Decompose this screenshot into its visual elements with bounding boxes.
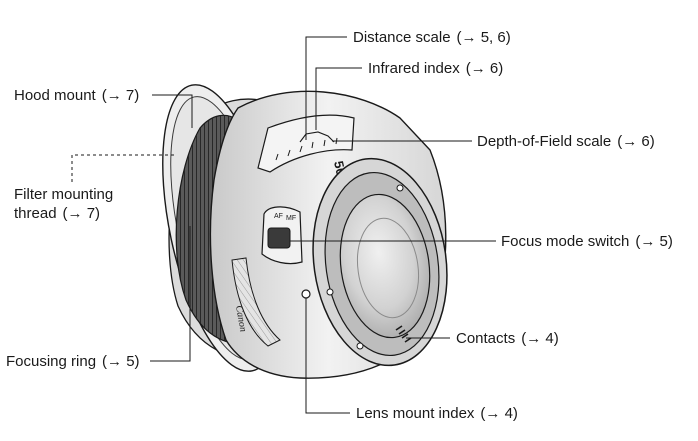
label-focus-mode-ref: (→ 5) [635, 233, 673, 250]
label-filter-line2: thread [14, 205, 57, 222]
mount-screw [396, 184, 404, 192]
focus-mode-switch[interactable] [267, 227, 291, 249]
label-focusing-ring-ref: (→ 5) [102, 353, 140, 370]
leader-infrared-index [315, 67, 362, 130]
rear-lens-inner-ring [356, 217, 420, 319]
label-distance-scale-ref: (→ 5, 6) [456, 29, 511, 46]
label-focus-mode-switch: Focus mode switch (→ 5) [501, 232, 673, 251]
switch-label-mf: MF [286, 215, 296, 222]
label-distance-scale: Distance scale (→ 5, 6) [353, 28, 511, 47]
label-hood-mount-text: Hood mount [14, 87, 96, 104]
mount-screw [356, 342, 364, 350]
label-depth-of-field-scale: Depth-of-Field scale (→ 6) [477, 132, 655, 151]
label-infrared-index-text: Infrared index [368, 60, 460, 77]
electrical-contacts [395, 325, 412, 343]
lens-mount-index-dot [301, 289, 311, 299]
label-infrared-index-ref: (→ 6) [465, 60, 504, 77]
distance-scale-window [257, 114, 355, 173]
label-focusing-ring: Focusing ring (→ 5) [6, 352, 140, 371]
label-infrared-index: Infrared index (→ 6) [368, 59, 503, 78]
label-lens-mount-index-text: Lens mount index [356, 405, 475, 422]
label-lens-mount-index: Lens mount index (→ 4) [356, 404, 518, 423]
label-contacts-ref: (→ 4) [521, 330, 559, 347]
brand-marking: Canon [233, 305, 248, 333]
leader-lines [71, 36, 496, 414]
label-filter-ref: (→ 7) [62, 205, 101, 222]
label-filter-line1: Filter mounting [14, 186, 114, 203]
label-contacts-text: Contacts [456, 330, 516, 347]
leader-distance-scale [305, 36, 347, 140]
leader-lens-mount-index [305, 298, 350, 414]
distance-scale-marks [275, 137, 338, 161]
label-hood-mount-ref: (→ 7) [101, 87, 140, 104]
label-contacts: Contacts (→ 4) [456, 329, 559, 348]
rear-lens-element [339, 193, 431, 339]
switch-label-af: AF [274, 213, 283, 220]
label-depth-of-field-text: Depth-of-Field scale [477, 133, 612, 150]
label-hood-mount: Hood mount (→ 7) [14, 86, 139, 105]
label-distance-scale-text: Distance scale [353, 29, 451, 46]
mount-screw [326, 288, 334, 296]
leader-filter-thread [71, 154, 176, 182]
label-focusing-ring-text: Focusing ring [6, 353, 97, 370]
lens-body: 50mm Canon AF MF [162, 84, 448, 379]
label-focus-mode-text: Focus mode switch [501, 233, 630, 250]
label-filter-mounting-thread: Filter mounting thread (→ 7) [14, 185, 113, 223]
depth-of-field-marks [299, 131, 335, 143]
label-lens-mount-index-ref: (→ 4) [480, 405, 518, 422]
lower-grip-ridges [231, 257, 281, 347]
leader-hood-mount [152, 94, 193, 128]
label-depth-of-field-ref: (→ 6) [617, 133, 655, 150]
leader-focusing-ring [150, 226, 191, 362]
